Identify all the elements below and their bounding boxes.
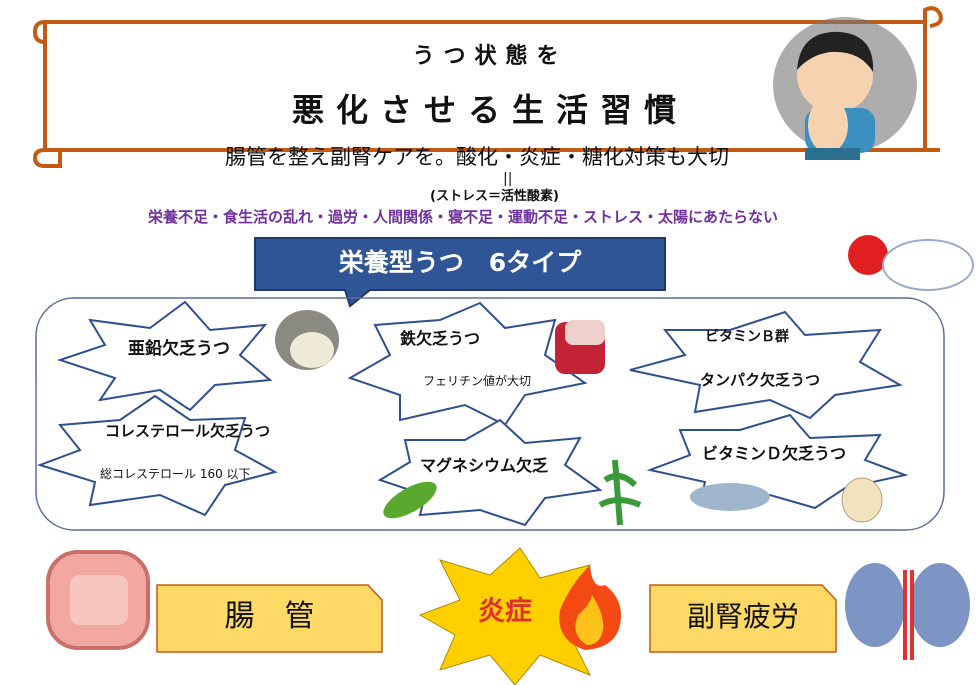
sad-boy-illustration (773, 17, 917, 160)
adrenal-box (649, 584, 837, 653)
banner-line-1: うつ状態を (412, 44, 568, 69)
kidney-illustration (845, 563, 970, 660)
banner-title: 悪化させる生活習慣 (291, 91, 688, 129)
burst-magnesium (377, 418, 603, 527)
explosion-shape (418, 547, 622, 685)
gut-label: 腸 管 (224, 599, 315, 634)
adrenal-label: 副腎疲労 (686, 600, 799, 633)
type-vitd: ビタミンＤ欠乏うつ (702, 444, 847, 463)
type-iron-note: フェリチン値が大切 (423, 374, 532, 388)
food-illustrations (275, 310, 883, 526)
burst-cholesterol (36, 394, 278, 517)
type-vitb-note: タンパク欠乏うつ (700, 371, 821, 389)
type-iron: 鉄欠乏うつ (400, 329, 481, 348)
equals-mark: || (503, 171, 513, 187)
type-cholesterol: コレステロール欠乏うつ (105, 422, 271, 440)
gut-box (156, 584, 383, 653)
inflammation-label: 炎症 (478, 596, 532, 627)
type-zinc: 亜鉛欠乏うつ (128, 339, 230, 359)
type-magnesium: マグネシウム欠乏 (420, 456, 549, 475)
burst-zinc (56, 300, 273, 412)
types-container (35, 297, 945, 531)
burst-iron (347, 301, 588, 427)
type-cholesterol-note: 総コレステロール 160 以下 (100, 467, 251, 481)
type-vitb: ビタミンＢ群 (705, 329, 789, 345)
burst-vitb (629, 310, 903, 420)
sun-cloud-illustration (848, 235, 974, 291)
intestine-illustration (46, 550, 150, 650)
stress-note: (ストレス＝活性酸素) (430, 189, 559, 204)
types-label: 栄養型うつ 6タイプ (338, 248, 582, 277)
subtitle: 腸管を整え副腎ケアを。酸化・炎症・糖化対策も大切 (225, 145, 729, 169)
causes-list: 栄養不足・食生活の乱れ・過労・人間関係・寝不足・運動不足・ストレス・太陽にあたら… (148, 208, 779, 226)
